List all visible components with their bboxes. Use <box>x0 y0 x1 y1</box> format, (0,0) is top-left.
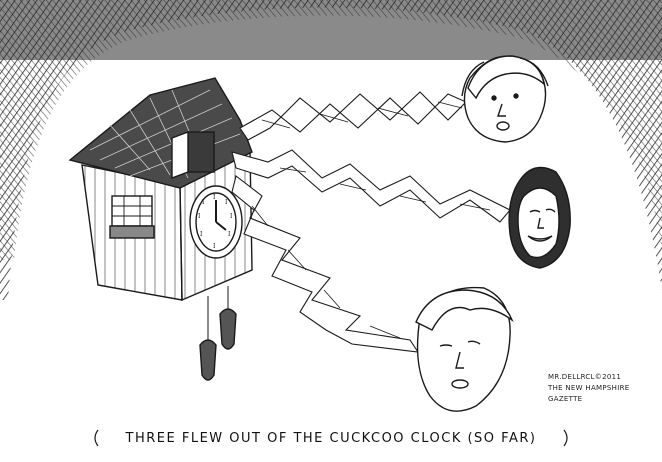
caption: THREE FLEW OUT OF THE CUCKCOO CLOCK (SO … <box>92 426 570 450</box>
svg-text:I: I <box>228 231 231 238</box>
flower-box <box>109 225 155 239</box>
pinecone-weight-left <box>199 339 217 381</box>
signature-line-1: Mr.Dellrcl©2011 <box>548 373 622 381</box>
svg-text:I: I <box>225 199 228 206</box>
scissor-arms <box>231 91 511 353</box>
head-top-right <box>461 55 549 143</box>
hatched-background <box>0 0 662 300</box>
pinecone-weight-right <box>219 308 237 350</box>
svg-text:I: I <box>200 231 203 238</box>
svg-text:I: I <box>213 243 216 250</box>
caption-frame <box>94 429 568 447</box>
caption-text: THREE FLEW OUT OF THE CUCKCOO CLOCK (SO … <box>125 430 537 446</box>
head-bottom <box>415 286 514 412</box>
head-middle-right <box>508 166 571 269</box>
artist-signature: Mr.Dellrcl©2011 The New Hampshire Gazett… <box>548 372 658 405</box>
cuckoo-clock: III III II <box>68 77 253 381</box>
svg-text:I: I <box>198 213 201 220</box>
svg-text:I: I <box>230 213 233 220</box>
clock-window <box>111 195 153 227</box>
svg-text:I: I <box>202 199 205 206</box>
svg-text:I: I <box>213 194 216 201</box>
signature-line-2: The New Hampshire Gazette <box>548 384 630 403</box>
clock-door <box>187 131 215 173</box>
